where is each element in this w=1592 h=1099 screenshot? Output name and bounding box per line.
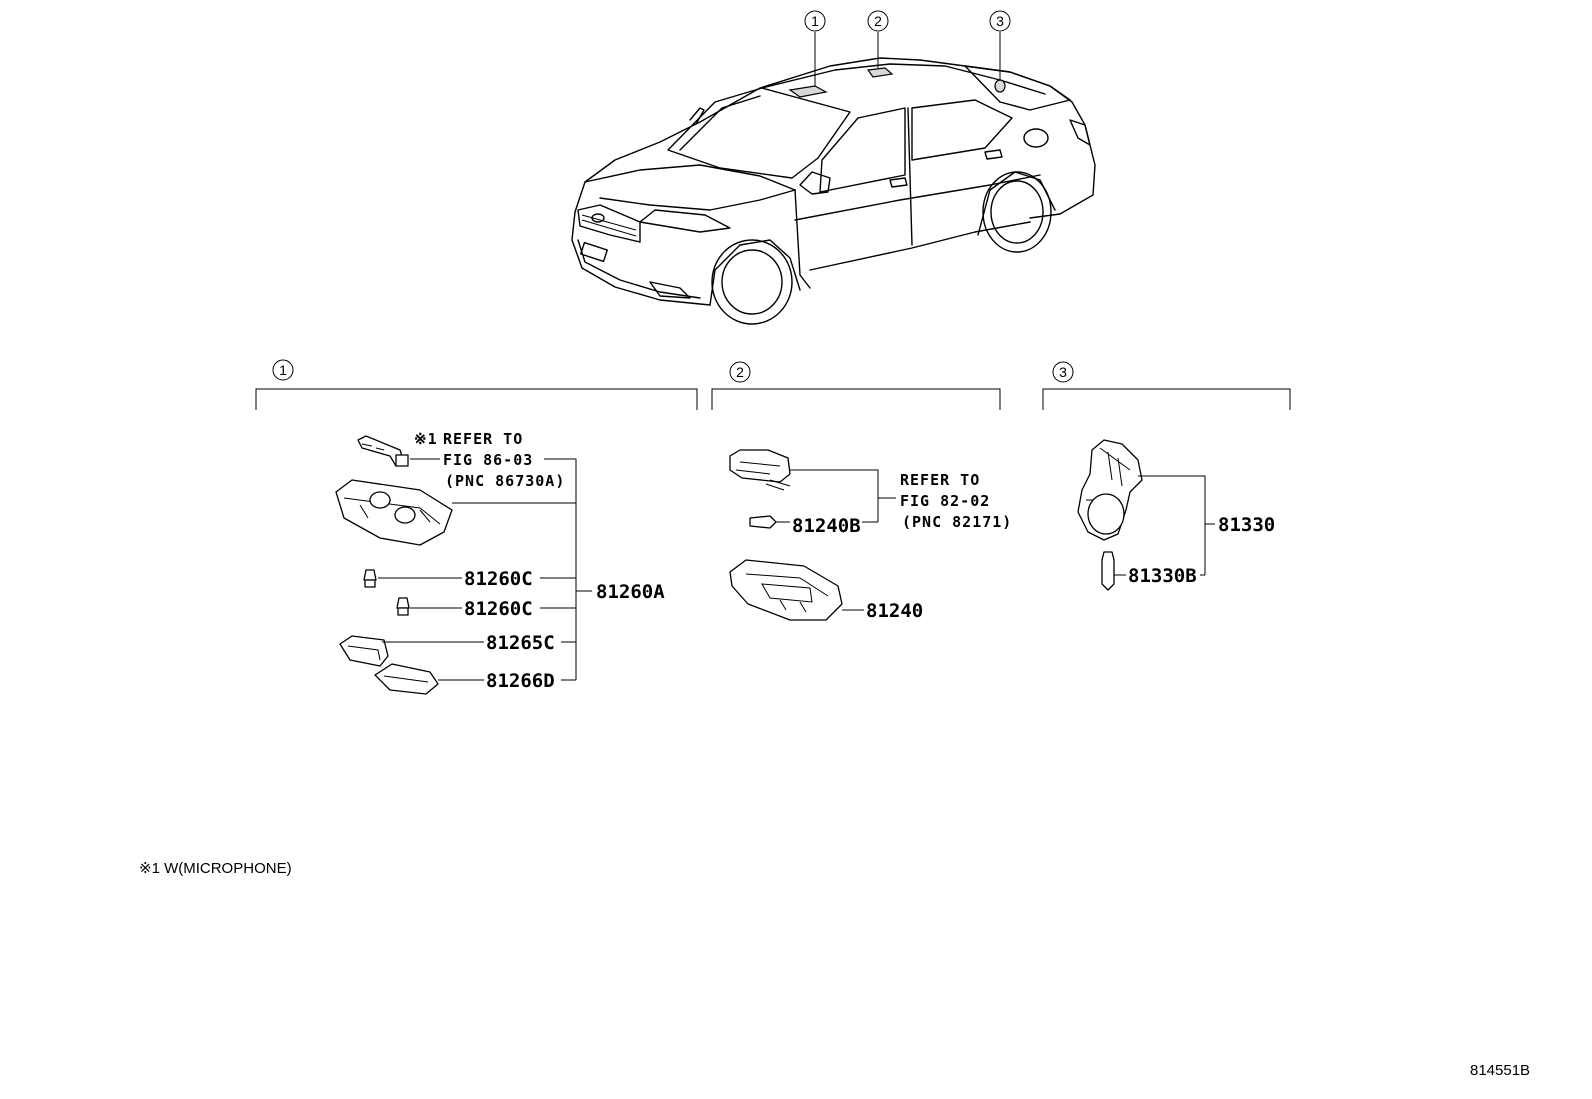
car-illustration (571, 32, 1096, 325)
callout-3-top-label: 3 (996, 13, 1004, 29)
callout-3-top: 3 (989, 10, 1011, 32)
callout-1-section-label: 1 (279, 362, 287, 378)
wire-harness-drawing (729, 449, 791, 491)
bulb-81260c-a-drawing (363, 569, 377, 588)
section-3-header: 3 (1042, 361, 1291, 410)
part-81330-label: 81330 (1218, 514, 1275, 536)
part-81330b-label: 81330B (1128, 565, 1197, 587)
bulb-81260c-b-drawing (396, 597, 410, 616)
luggage-lamp-81330-drawing (1077, 439, 1143, 541)
part-81266d-label: 81266D (486, 670, 555, 692)
microphone-part-drawing (357, 435, 409, 467)
bulb-81240b-drawing (749, 515, 777, 529)
callout-2-section-label: 2 (736, 364, 744, 380)
group-3-luggage-lamp: 81330 81330B (1077, 439, 1275, 591)
note-mark-1: ※1 (414, 430, 438, 448)
refer-text-2-line3: (PNC 82171) (902, 513, 1012, 531)
group-2-room-lamp: REFER TO FIG 82-02 (PNC 82171) 81240B 81… (729, 449, 1012, 622)
part-81265c-label: 81265C (486, 632, 555, 654)
callout-1-top: 1 (804, 10, 826, 32)
part-81260c-label-a: 81260C (464, 568, 533, 590)
part-81260c-label-b: 81260C (464, 598, 533, 620)
map-lamp-housing-drawing (335, 479, 453, 546)
part-81260a-label: 81260A (596, 581, 665, 603)
figure-code: 814551B (1470, 1062, 1530, 1079)
section-1-header: 1 (255, 359, 698, 410)
callout-1-top-label: 1 (811, 13, 819, 29)
part-81240b-label: 81240B (792, 515, 861, 537)
refer-text-1-line2: FIG 86-03 (443, 451, 533, 469)
refer-text-2-line2: FIG 82-02 (900, 492, 990, 510)
callout-2-top-label: 2 (874, 13, 882, 29)
room-lamp-81240-drawing (729, 559, 843, 621)
lens-81265c-drawing (339, 635, 389, 667)
footnote: ※1 W(MICROPHONE) (139, 860, 292, 877)
refer-text-2-line1: REFER TO (900, 471, 980, 489)
callout-3-section-label: 3 (1059, 364, 1067, 380)
section-2-header: 2 (711, 361, 1001, 410)
lens-81266d-drawing (374, 663, 439, 695)
part-81240-label: 81240 (866, 600, 923, 622)
refer-text-1-line3: (PNC 86730A) (445, 472, 565, 490)
bulb-81330b-drawing (1101, 551, 1115, 591)
refer-text-1-line1: REFER TO (443, 430, 523, 448)
callout-2-top: 2 (867, 10, 889, 32)
group-1-map-lamp: ※1 REFER TO FIG 86-03 (PNC 86730A) (335, 430, 665, 695)
